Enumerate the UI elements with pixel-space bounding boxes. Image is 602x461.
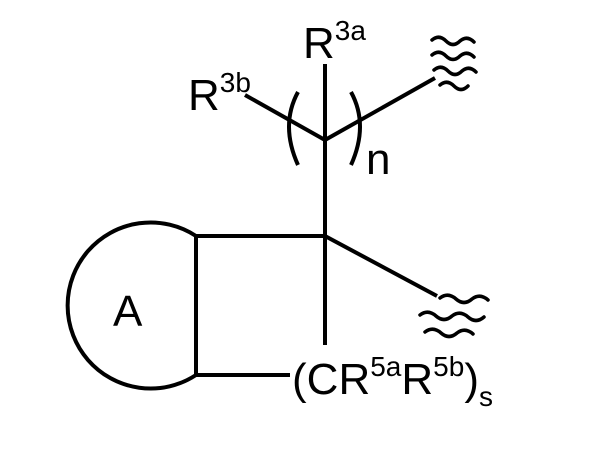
repeat-paren-right	[351, 92, 360, 165]
group-close-paren: )	[464, 355, 479, 404]
r3b-base: R	[188, 71, 220, 120]
group-r5a-superscript: 5a	[370, 351, 402, 382]
group-r5b-superscript: 5b	[433, 351, 464, 382]
group-r5b-base: R	[401, 355, 433, 404]
wavy-attachment-lower-icon	[420, 312, 484, 320]
r3b-label: R3b	[188, 67, 251, 120]
group-subscript-s: s	[479, 381, 493, 412]
group-open-paren: (	[292, 355, 307, 404]
wavy-attachment-upper-icon-2	[432, 52, 474, 59]
wavy-attachment-upper-icon-4	[440, 82, 468, 89]
r3a-label: R3a	[303, 15, 366, 68]
group-c: C	[307, 355, 339, 404]
ring-a-label: A	[113, 287, 143, 336]
r3a-superscript: 3a	[335, 15, 367, 46]
wavy-attachment-lower-icon-3	[440, 295, 488, 302]
bond-attachment-lower	[325, 236, 437, 296]
repeat-index-n: n	[366, 135, 390, 184]
wavy-attachment-upper-icon-3	[434, 67, 476, 74]
repeat-paren-left	[289, 92, 298, 165]
r3b-superscript: 3b	[220, 67, 251, 98]
r3a-base: R	[303, 19, 335, 68]
wavy-attachment-lower-icon-2	[425, 329, 473, 336]
bond-attachment-upper	[325, 78, 435, 140]
wavy-attachment-upper-icon	[432, 37, 474, 44]
cr5ar5b-group-label: (CR5aR5b)s	[292, 351, 493, 412]
bond-r3b	[245, 95, 325, 140]
group-r5a-base: R	[338, 355, 370, 404]
